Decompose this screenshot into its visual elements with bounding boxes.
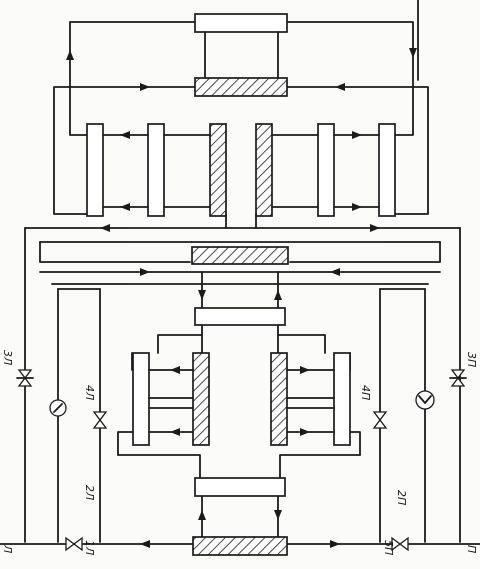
flow-arrow: [300, 428, 310, 436]
flow-arrow: [140, 83, 150, 91]
top-hatched-block: [194, 77, 288, 97]
pump-right: [415, 390, 435, 410]
top-plate: [194, 13, 288, 33]
flow-arrow: [370, 224, 380, 232]
label-3p: 3П: [465, 352, 478, 367]
upper-left-plate-2: [147, 123, 165, 217]
label-1l: 1Л: [83, 540, 96, 555]
flow-arrow: [274, 510, 282, 520]
upper-right-plate-2: [378, 123, 396, 217]
valve-5p[interactable]: [391, 536, 409, 552]
flow-arrow: [198, 510, 206, 520]
label-5p: 5П: [382, 540, 395, 555]
bottom-plate: [194, 477, 286, 497]
flow-arrows: [66, 48, 417, 548]
upper-right-hatched-plate: [255, 123, 273, 217]
labels: 3Л 4Л 2Л 1Л Л 3П 4П 2П 5П П: [1, 350, 478, 555]
flow-arrow: [140, 540, 150, 548]
middle-center-group: [191, 246, 289, 326]
flow-arrow: [330, 540, 340, 548]
upper-right-bank: [255, 123, 396, 229]
gauge-left: [49, 399, 67, 417]
lower-left-plate: [132, 352, 150, 446]
flow-arrow: [170, 366, 180, 374]
top-center-block-group: [194, 13, 288, 97]
label-4l: 4Л: [83, 385, 96, 400]
valve-4p[interactable]: [372, 411, 388, 429]
flow-arrow: [100, 224, 110, 232]
label-3l: 3Л: [1, 350, 14, 365]
valve-3p[interactable]: [449, 369, 467, 387]
flow-arrow: [352, 131, 362, 139]
middle-hatched-block: [191, 246, 289, 265]
flow-arrow: [335, 83, 345, 91]
flow-arrow: [170, 428, 180, 436]
lower-left-bank: [132, 352, 210, 446]
flow-arrow: [120, 203, 130, 211]
lower-right-bank: [270, 352, 351, 446]
upper-left-bank: [86, 123, 227, 229]
flow-arrow: [300, 366, 310, 374]
bottom-center-group: [192, 477, 288, 556]
lower-right-plate: [333, 352, 351, 446]
flow-arrow: [274, 290, 282, 300]
middle-plate: [194, 307, 286, 326]
valve-3l[interactable]: [16, 369, 34, 387]
upper-right-plate-1: [317, 123, 335, 217]
label-left-edge: Л: [1, 544, 14, 553]
upper-left-hatched-plate: [209, 123, 227, 217]
flow-arrow: [198, 290, 206, 300]
flow-arrow: [140, 268, 150, 276]
flow-arrow: [409, 48, 417, 58]
lower-right-hatched-plate: [270, 352, 288, 446]
label-2l: 2Л: [83, 485, 96, 500]
label-right-edge: П: [465, 545, 478, 553]
bottom-hatched-block: [192, 536, 288, 556]
valve-1l[interactable]: [65, 536, 83, 552]
label-2p: 2П: [395, 490, 408, 505]
flow-arrow: [66, 50, 74, 60]
flow-arrow: [120, 131, 130, 139]
lower-left-hatched-plate: [192, 352, 210, 446]
label-4p: 4П: [359, 385, 372, 400]
upper-left-plate-1: [86, 123, 104, 217]
flow-arrow: [352, 203, 362, 211]
flow-arrow: [330, 268, 340, 276]
valve-4l[interactable]: [92, 411, 108, 429]
